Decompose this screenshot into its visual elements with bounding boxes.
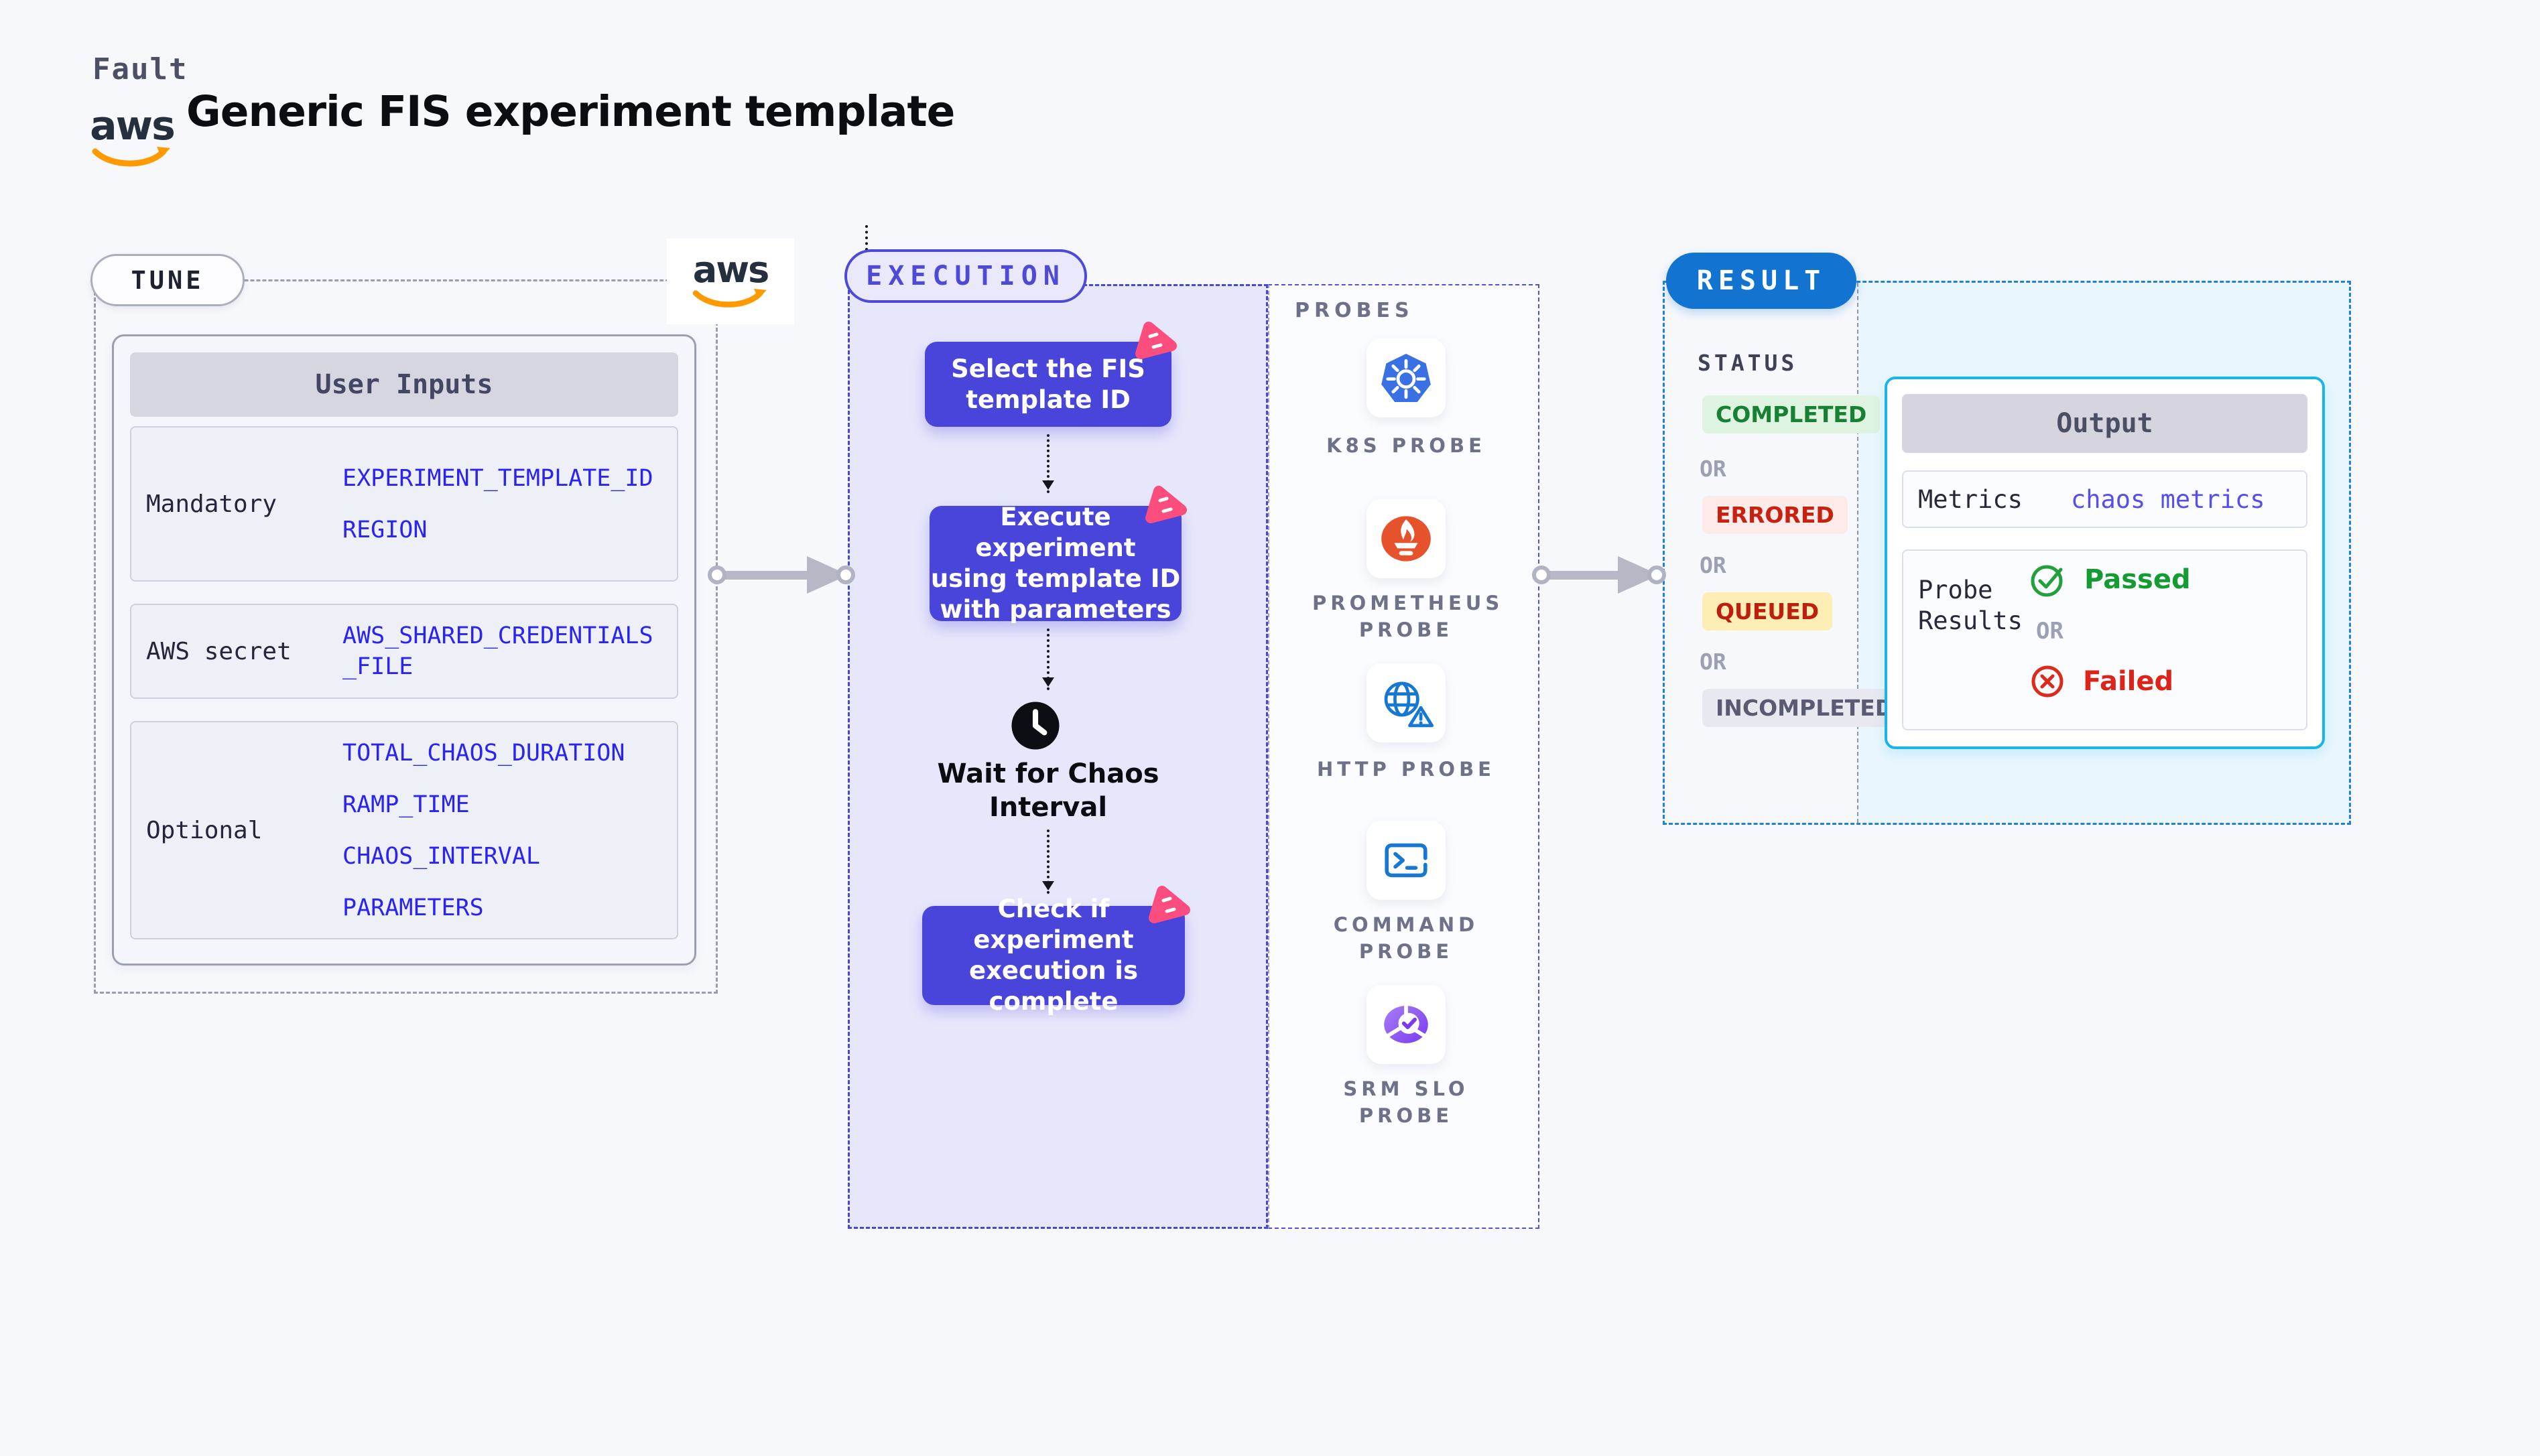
metrics-label: Metrics	[1918, 484, 2023, 514]
variable-name: REGION	[342, 516, 428, 543]
or-label: OR	[2036, 618, 2063, 645]
aws-logo: aws	[88, 106, 176, 170]
metrics-row: Metrics chaos metrics	[1902, 470, 2307, 528]
metrics-value: chaos metrics	[2070, 484, 2265, 514]
step-execute-experiment: Execute experiment using template ID wit…	[930, 486, 1187, 624]
k8s-probe-card	[1367, 338, 1446, 417]
chaos-fault-icon	[1149, 886, 1190, 923]
output-title: Output	[1902, 394, 2307, 453]
or-label: OR	[1700, 552, 1726, 578]
command-probe-card	[1367, 821, 1446, 900]
probe-results-label: Probe Results	[1918, 576, 2023, 635]
step-label: Execute experiment using template ID wit…	[930, 503, 1181, 624]
globe-warning-icon	[1384, 681, 1434, 728]
aws-smile-icon	[692, 288, 767, 308]
step-label: Select the FIS template ID	[951, 354, 1145, 414]
status-badge-queued: QUEUED	[1702, 592, 1833, 631]
result-section: STATUS COMPLETED OR ERRORED OR QUEUED OR…	[1663, 281, 2351, 825]
table-row-optional: Optional TOTAL_CHAOS_DURATION RAMP_TIME …	[130, 721, 678, 939]
prometheus-probe-card	[1367, 499, 1446, 578]
probe-label: PROMETHEUS PROBE	[1312, 592, 1504, 641]
step-label: Check if experiment execution is complet…	[968, 895, 1139, 1016]
execution-badge: EXECUTION	[844, 249, 1087, 303]
or-label: OR	[1700, 649, 1726, 675]
row-label: AWS secret	[146, 637, 292, 665]
tune-section	[94, 279, 718, 994]
output-card: Output Metrics chaos metrics Probe Resul…	[1885, 377, 2325, 749]
probes-title: PROBES	[1295, 299, 1414, 322]
variable-name: RAMP_TIME	[342, 791, 470, 818]
result-badge: RESULT	[1666, 253, 1856, 309]
probe-label: HTTP PROBE	[1316, 758, 1495, 781]
variable-name: AWS_SHARED_CREDENTIALS_FILE	[342, 622, 653, 680]
row-values: EXPERIMENT_TEMPLATE_ID REGION	[342, 427, 653, 580]
or-label: OR	[1700, 456, 1726, 482]
flow-arrow-icon	[1042, 830, 1054, 894]
aws-logo: aws	[692, 252, 769, 311]
clock-icon	[1011, 701, 1060, 750]
probe-label: K8S PROBE	[1326, 434, 1486, 457]
variable-name: TOTAL_CHAOS_DURATION	[342, 739, 625, 767]
variable-name: EXPERIMENT_TEMPLATE_ID	[342, 464, 653, 492]
slo-pie-check-icon	[1384, 1004, 1428, 1043]
execution-section	[848, 284, 1268, 1229]
page-title: Generic FIS experiment template	[186, 87, 955, 136]
passed-result: Passed	[2029, 561, 2191, 598]
kubernetes-icon	[1381, 354, 1431, 402]
terminal-icon	[1385, 843, 1427, 878]
check-circle-icon	[2031, 565, 2063, 597]
tune-badge: TUNE	[90, 254, 245, 306]
probe-label: SRM SLO PROBE	[1343, 1077, 1469, 1127]
row-values: TOTAL_CHAOS_DURATION RAMP_TIME CHAOS_INT…	[342, 722, 625, 938]
dotted-stub-line	[865, 225, 868, 251]
prometheus-icon	[1381, 516, 1431, 561]
probes-section	[1268, 284, 1539, 1229]
table-row-mandatory: Mandatory EXPERIMENT_TEMPLATE_ID REGION	[130, 426, 678, 582]
status-badge-completed: COMPLETED	[1702, 395, 1881, 434]
probe-label: COMMAND PROBE	[1333, 913, 1479, 963]
arrow-tune-to-execution-icon	[708, 556, 855, 594]
aws-smile-icon	[92, 147, 170, 167]
status-badge-incompleted: INCOMPLETED	[1702, 689, 1907, 727]
variable-name: CHAOS_INTERVAL	[342, 842, 541, 870]
chaos-fault-icon	[1135, 322, 1177, 359]
brand-label: Fault	[92, 52, 188, 86]
aws-wordmark: aws	[692, 249, 769, 291]
row-label: Mandatory	[146, 490, 277, 518]
x-circle-icon	[2031, 665, 2063, 698]
passed-label: Passed	[2084, 564, 2191, 595]
variable-name: PARAMETERS	[342, 894, 484, 921]
failed-result: Failed	[2029, 663, 2173, 700]
failed-label: Failed	[2083, 666, 2174, 697]
user-inputs-title: User Inputs	[130, 352, 678, 417]
status-badge-errored: ERRORED	[1702, 496, 1848, 534]
status-title: STATUS	[1698, 350, 1798, 376]
step-select-template: Select the FIS template ID	[925, 322, 1177, 427]
user-inputs-card: User Inputs Mandatory EXPERIMENT_TEMPLAT…	[112, 334, 696, 966]
step-check-complete: Check if experiment execution is complet…	[922, 886, 1190, 1016]
row-values: AWS_SHARED_CREDENTIALS_FILE	[342, 605, 663, 698]
tune-aws-logo-patch: aws	[667, 239, 794, 324]
srm-slo-probe-card	[1367, 985, 1446, 1064]
arrow-execution-to-result-icon	[1532, 556, 1666, 594]
flow-arrow-icon	[1042, 434, 1054, 493]
table-row-aws-secret: AWS secret AWS_SHARED_CREDENTIALS_FILE	[130, 604, 678, 699]
flow-arrow-icon	[1042, 628, 1054, 690]
step-wait-chaos-interval: Wait for Chaos Interval	[937, 758, 1159, 823]
http-probe-card	[1367, 663, 1446, 742]
probe-results-row: Probe Results Passed OR Failed	[1902, 549, 2307, 730]
chaos-fault-icon	[1145, 486, 1187, 523]
aws-wordmark: aws	[90, 103, 176, 149]
row-label: Optional	[146, 816, 263, 844]
